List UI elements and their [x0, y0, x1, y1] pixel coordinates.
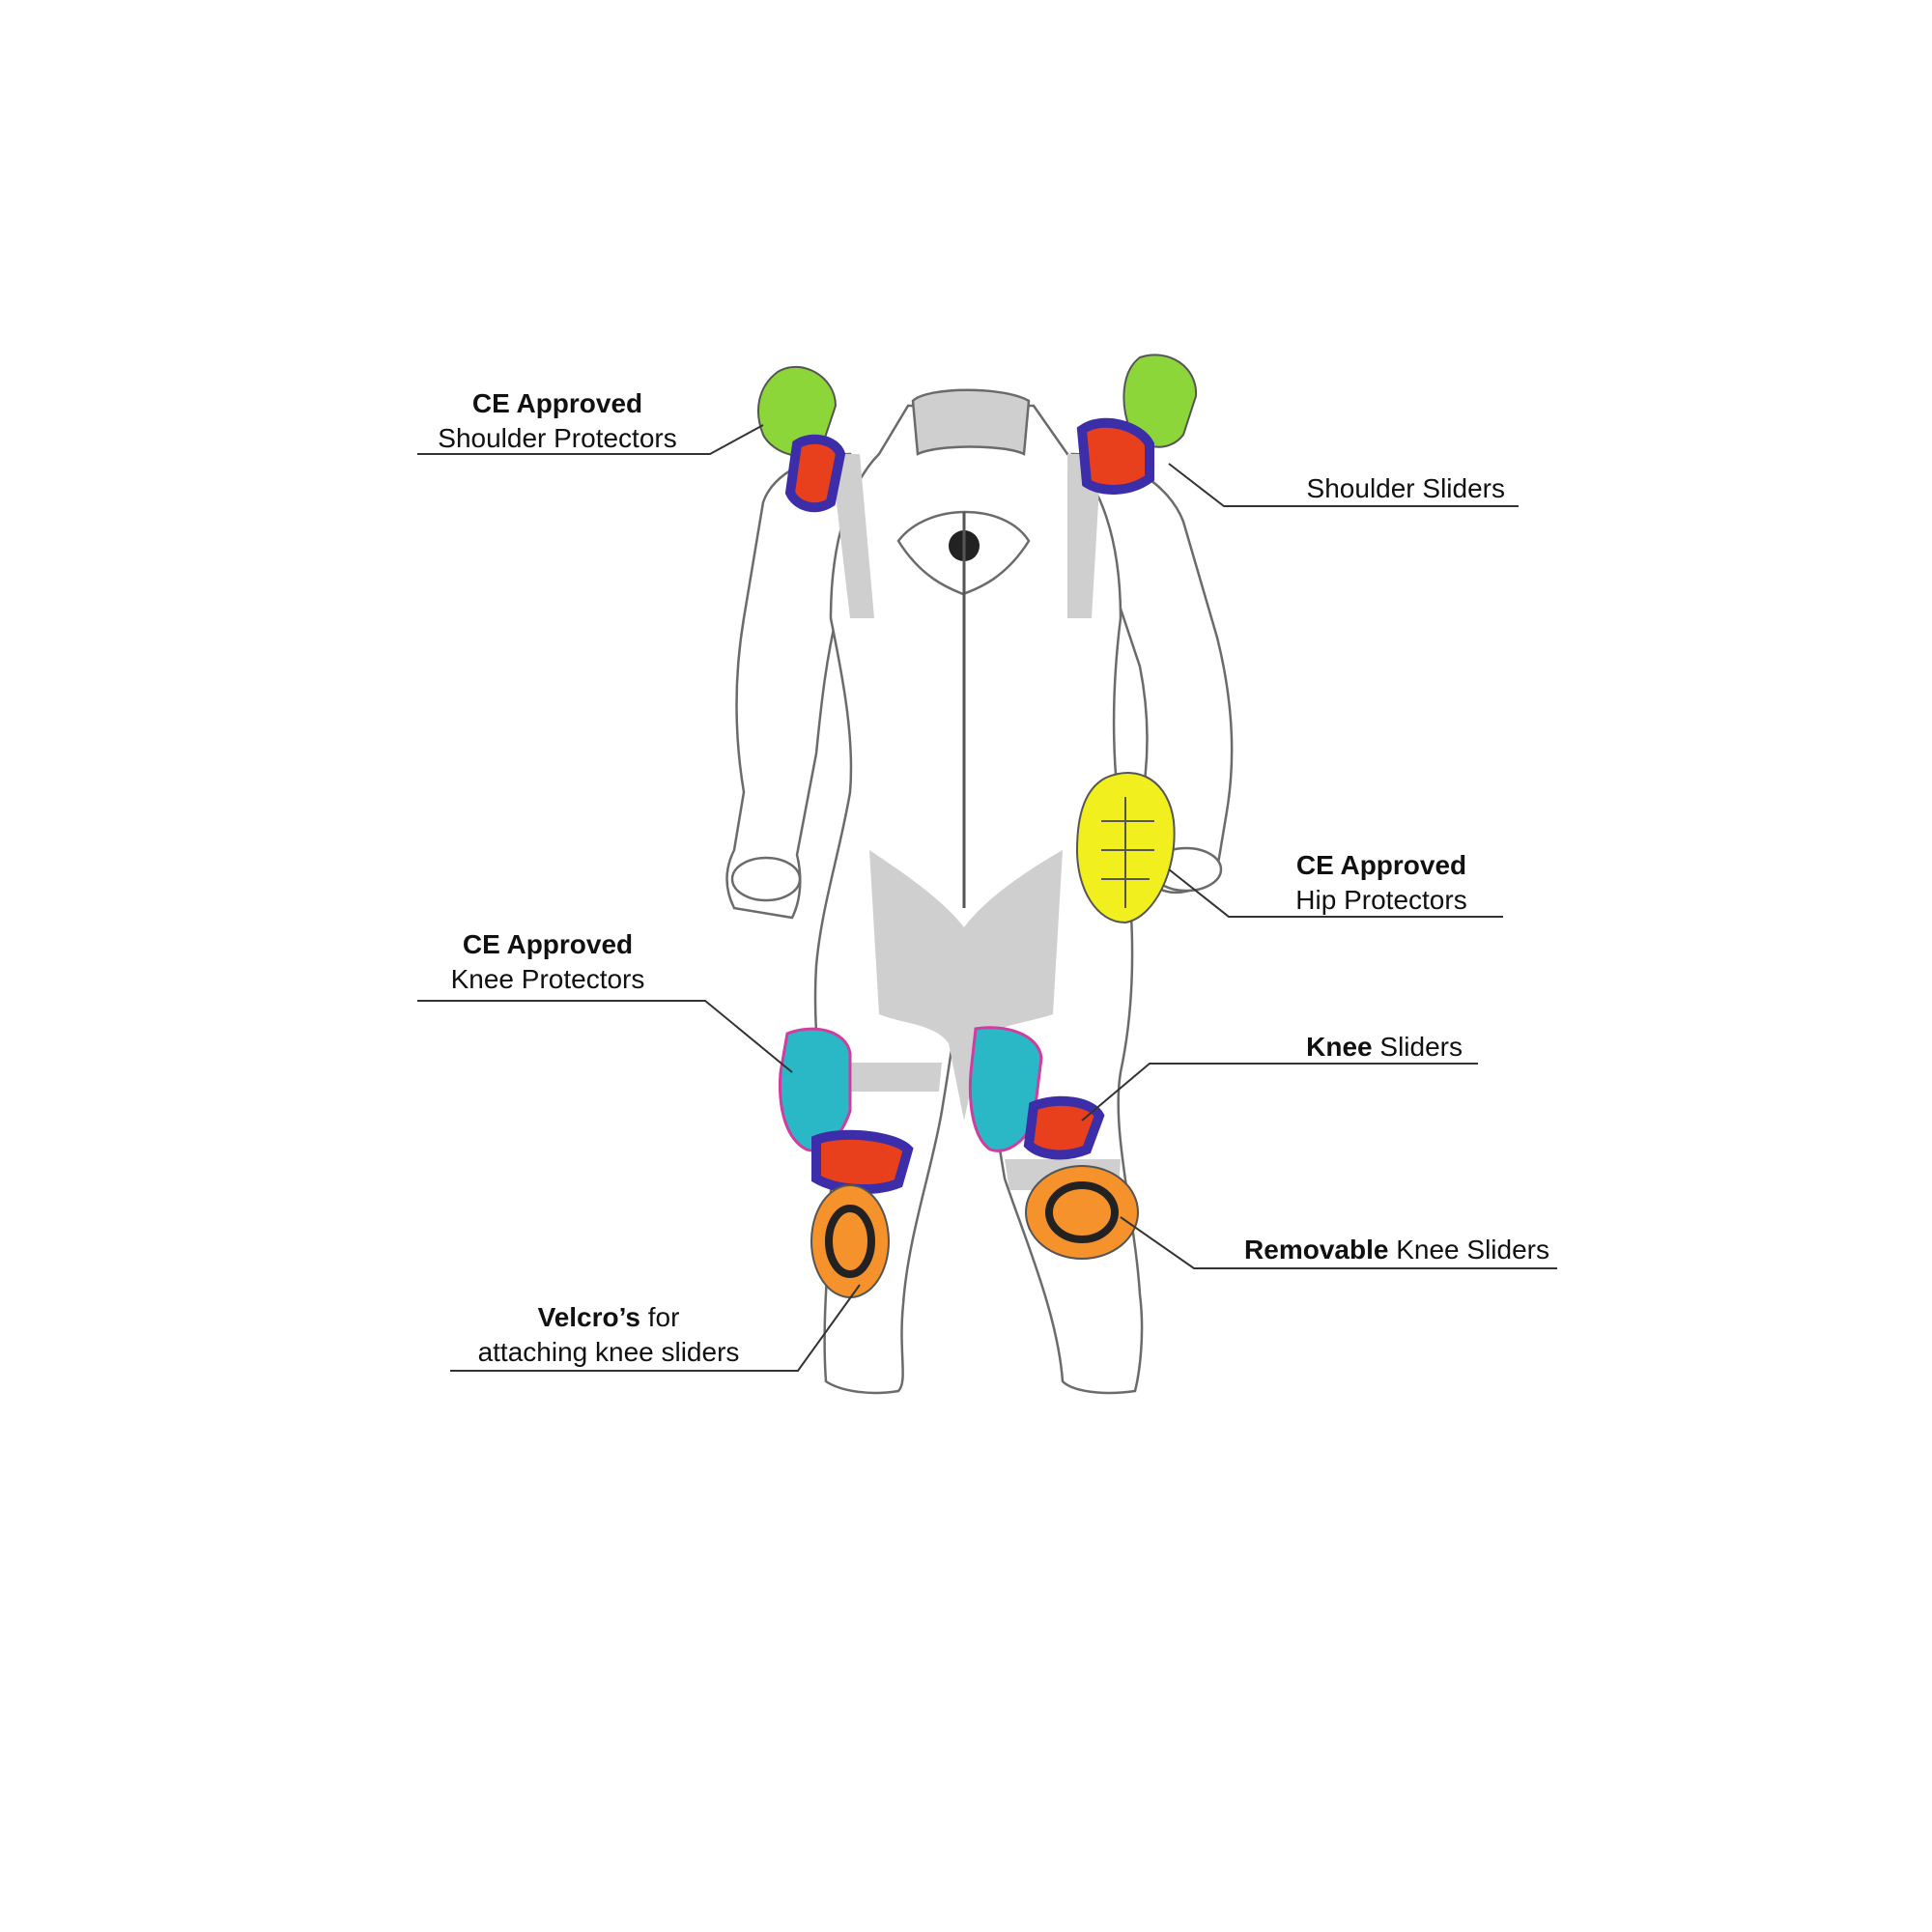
left-sleeve	[725, 452, 852, 920]
leader-knee-sliders	[1081, 1063, 1478, 1122]
label-knee-sliders-text: Sliders	[1372, 1032, 1463, 1062]
crotch-panel	[869, 850, 1063, 1121]
left-leg-band	[831, 1063, 942, 1092]
leader-shoulder-protectors	[417, 424, 764, 455]
label-shoulder-sliders: Shoulder Sliders	[1256, 471, 1505, 506]
leader-knee-protectors	[417, 1000, 793, 1073]
label-velcros-line2: attaching knee sliders	[477, 1337, 740, 1367]
left-side-stripe	[831, 454, 874, 618]
leader-removable-knee-sliders	[1120, 1216, 1557, 1269]
label-velcros: Velcro’s for attaching knee sliders	[454, 1300, 763, 1370]
label-velcros-text: for	[639, 1302, 680, 1332]
leader-velcros	[450, 1284, 861, 1372]
label-shoulder-sliders-text: Shoulder Sliders	[1306, 473, 1505, 503]
leader-shoulder-sliders	[1168, 463, 1519, 507]
right-shoulder-slider	[1076, 417, 1154, 495]
right-shoulder-protector	[1122, 354, 1198, 448]
label-knee-protectors: CE Approved Knee Protectors	[425, 927, 670, 997]
label-knee-sliders: Knee Sliders	[1256, 1030, 1463, 1065]
label-removable-knee-sliders-text: Knee Sliders	[1388, 1235, 1549, 1264]
label-hip-protectors-bold: CE Approved	[1295, 850, 1467, 880]
label-hip-protectors-text: Hip Protectors	[1295, 885, 1467, 915]
label-removable-knee-sliders-bold: Removable	[1244, 1235, 1389, 1264]
left-removable-knee-slider	[810, 1184, 890, 1298]
right-knee-slider	[1023, 1095, 1105, 1160]
label-shoulder-protectors-bold: CE Approved	[471, 388, 643, 418]
label-velcros-bold: Velcro’s	[537, 1302, 640, 1332]
right-knee-protector	[968, 1026, 1043, 1152]
leader-hip-protectors	[1168, 868, 1503, 918]
label-knee-protectors-text: Knee Protectors	[450, 964, 645, 994]
collar	[911, 388, 1031, 456]
right-side-stripe	[1067, 454, 1101, 618]
label-shoulder-protectors-text: Shoulder Protectors	[438, 423, 677, 453]
label-removable-knee-sliders: Removable Knee Sliders	[1208, 1233, 1549, 1267]
label-knee-protectors-bold: CE Approved	[462, 929, 634, 959]
label-shoulder-protectors: CE Approved Shoulder Protectors	[417, 386, 697, 456]
right-removable-knee-slider	[1025, 1165, 1139, 1260]
left-knee-slider	[811, 1129, 914, 1195]
label-knee-sliders-bold: Knee	[1306, 1032, 1373, 1062]
left-shoulder-slider	[784, 434, 846, 513]
hip-protector-grid	[1101, 797, 1154, 908]
label-hip-protectors: CE Approved Hip Protectors	[1265, 848, 1497, 918]
left-cuff	[730, 856, 802, 902]
